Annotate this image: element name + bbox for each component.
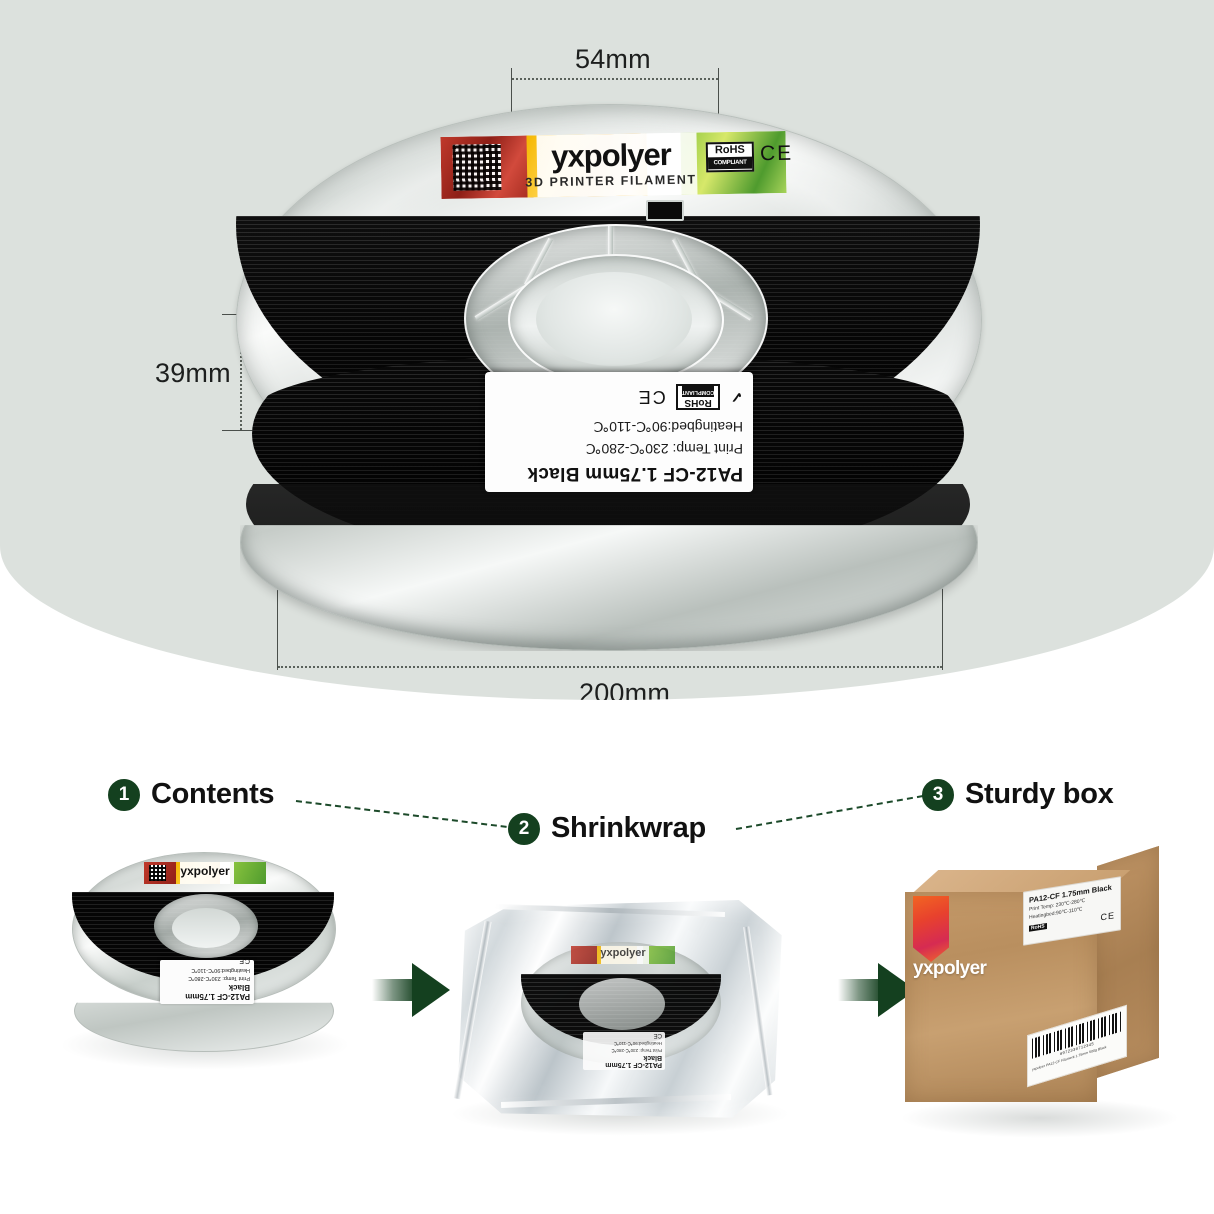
label-rohs-text: RoHS (684, 397, 712, 408)
spool-center-hole (536, 272, 692, 366)
step-header-contents: 1 Contents (108, 778, 275, 811)
dimension-tick-bottom-39 (222, 430, 276, 431)
bagged-spool-hub (579, 978, 665, 1030)
spool-filament-notch (646, 200, 684, 221)
label-rohs-compliant: COMPLIANT (681, 386, 715, 397)
dimension-dots-200 (278, 666, 942, 668)
arrow-shaft (372, 979, 418, 1001)
bagged-label-green (643, 946, 675, 964)
filament-spool-large: yxpolyer 3D PRINTER FILAMENT RoHS COMPLI… (236, 104, 982, 651)
rohs-compliant-text: COMPLIANT (708, 156, 753, 170)
bagged-label-ce-icon: CE (653, 1032, 662, 1038)
step-label-shrinkwrap: Shrinkwrap (551, 812, 706, 844)
arrow-head (412, 963, 450, 1017)
small-label-white-overlay (180, 862, 234, 884)
box-brand-graphic (913, 896, 949, 962)
step-label-contents: Contents (151, 778, 275, 810)
box-brand-name: yxpolyer (913, 958, 987, 979)
box-shadow (900, 1098, 1180, 1138)
small-spool-brand: yxpolyer (180, 864, 230, 878)
dimension-guide-right-200 (942, 530, 943, 670)
bagged-spool-product-label: PA12-CF 1.75mm Black Print Temp: 230℃-28… (583, 1032, 665, 1070)
label-rohs-icon: RoHS COMPLIANT (675, 384, 721, 410)
step-header-shrinkwrap: 2 Shrinkwrap (508, 812, 706, 845)
step-connector-2-3 (735, 793, 934, 830)
small-label-heatingbed: Heatingbed:90℃-110℃ (191, 967, 250, 973)
check-icon: ✓ (730, 388, 743, 405)
small-label-title: PA12-CF 1.75mm Black (185, 983, 250, 1001)
rohs-text: RoHS (714, 143, 745, 157)
dimension-dots-39 (240, 316, 242, 430)
small-spool-center-hole (172, 908, 240, 948)
box-ce-icon: CE (1100, 910, 1115, 923)
ce-icon: CE (759, 141, 794, 166)
dimension-label-54mm: 54mm (575, 44, 651, 74)
bagged-spool-brand: yxpolyer (600, 947, 646, 959)
small-spool-label-graphic (144, 862, 266, 884)
box-rohs-icon: RoHS (1029, 923, 1047, 932)
product-box: yxpolyer PA12-CF 1.75mm Black Print Temp… (905, 845, 1170, 1120)
dimension-label-200mm: 200mm (579, 678, 671, 700)
bagged-label-white-overlay (601, 946, 649, 964)
bagged-qr-code-icon (571, 946, 599, 964)
arrow-shaft (838, 979, 884, 1001)
rohs-icon: RoHS COMPLIANT (705, 141, 755, 173)
hero-panel: 54mm 39mm 200mm yxpolyer (0, 0, 1214, 700)
label-ce-icon: CE (636, 387, 666, 408)
process-arrow-1 (372, 963, 450, 1017)
bagged-label-heatingbed: Heatingbed:90℃-110℃ (613, 1041, 662, 1046)
small-label-green (230, 862, 266, 884)
step-connector-1-2 (295, 800, 517, 830)
step-badge-1: 1 (108, 778, 140, 811)
step-badge-3: 3 (922, 778, 954, 811)
small-spool-product-label: PA12-CF 1.75mm Black Print Temp: 230℃-28… (160, 957, 254, 1004)
dimension-guide-left-200 (277, 540, 278, 670)
bagged-spool-label-graphic (571, 946, 675, 964)
dimension-dots-54 (512, 78, 718, 80)
bagged-label-print-temp: Print Temp: 230℃-280℃ (611, 1048, 662, 1053)
step-label-sturdy-box: Sturdy box (965, 778, 1114, 810)
label-heatingbed: Heatingbed:90℃-110℃ (593, 419, 743, 435)
bagged-label-title: PA12-CF 1.75mm Black (605, 1054, 662, 1068)
label-certification-marks: ✓ RoHS COMPLIANT CE (495, 384, 743, 410)
spool-product-label: PA12-CF 1.75mm Black Print Temp: 230℃-28… (485, 372, 753, 492)
step-badge-2: 2 (508, 812, 540, 845)
step-header-sturdy-box: 3 Sturdy box (922, 778, 1114, 811)
small-label-ce-icon: CE (238, 957, 250, 964)
label-product-title: PA12-CF 1.75mm Black (527, 463, 743, 484)
label-print-temp: Print Temp: 230℃-280℃ (585, 441, 743, 457)
spool-spoke (608, 226, 613, 276)
small-label-print-temp: Print Temp: 230℃-280℃ (188, 975, 250, 981)
filament-spool-small: yxpolyer PA12-CF 1.75mm Black Print Temp… (72, 852, 336, 1056)
shrinkwrap-package: yxpolyer PA12-CF 1.75mm Black Print Temp… (453, 900, 785, 1120)
small-qr-code-icon (144, 862, 178, 884)
dimension-label-39mm: 39mm (155, 358, 231, 388)
